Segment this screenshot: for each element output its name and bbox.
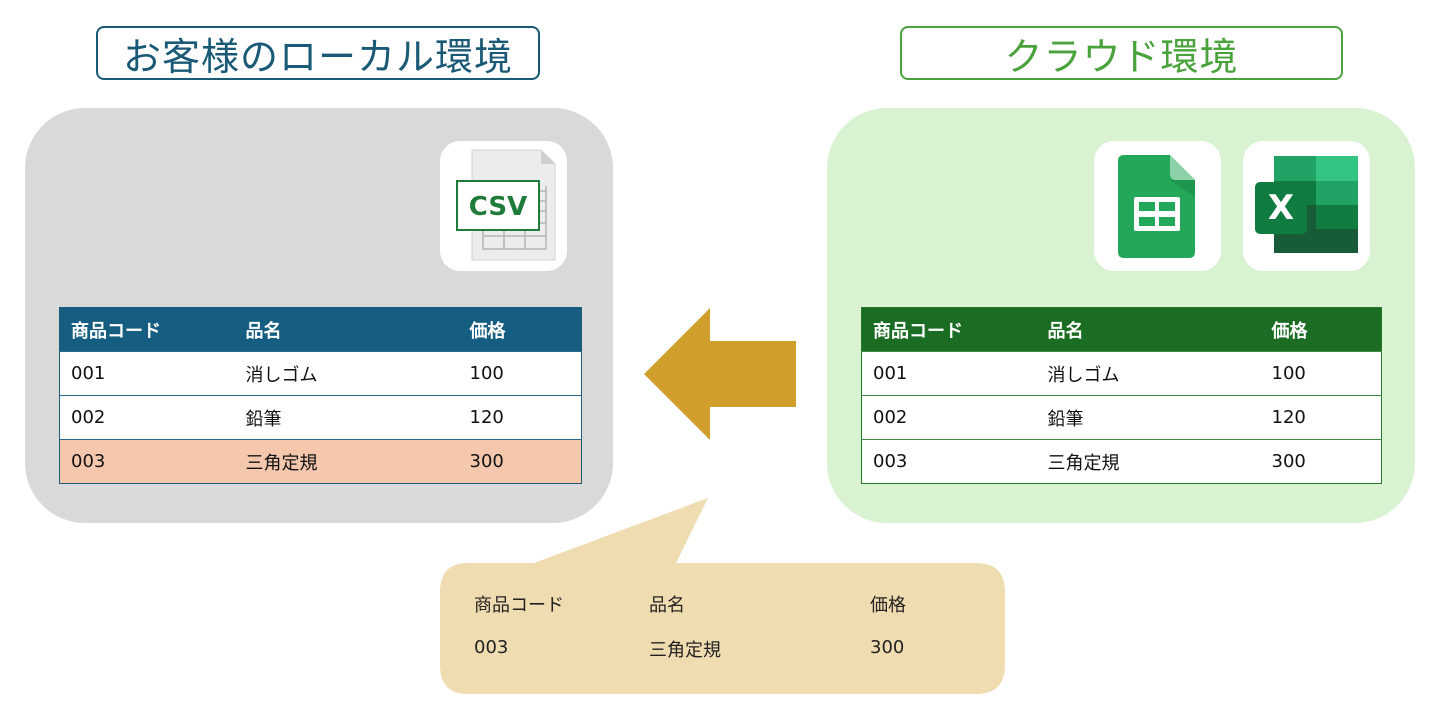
local-environment-title: お客様のローカル環境 [96,26,540,80]
cell-product-code: 001 [861,351,1037,396]
cell-price: 120 [458,395,582,440]
cell-price: 300 [1260,439,1382,484]
cell-price: 100 [458,351,582,396]
callout-price: 300 [870,637,905,658]
cell-product-name: 三角定規 [234,439,459,484]
cell-product-code: 001 [59,351,235,396]
table-row: 002 鉛筆 120 [59,395,582,440]
header-product-code: 商品コード [59,307,235,352]
local-product-table: 商品コード 品名 価格 001 消しゴム 100 002 鉛筆 120 003 … [59,307,582,484]
cell-product-name: 消しゴム [1036,351,1261,396]
cell-product-name: 三角定規 [1036,439,1261,484]
callout-header-product-code: 商品コード [474,595,564,616]
cell-product-name: 消しゴム [234,351,459,396]
header-price: 価格 [458,307,582,352]
header-price: 価格 [1260,307,1382,352]
highlighted-table-row: 003 三角定規 300 [59,439,582,484]
cell-product-code: 002 [59,395,235,440]
cloud-product-table: 商品コード 品名 価格 001 消しゴム 100 002 鉛筆 120 003 … [861,307,1382,484]
cloud-environment-title: クラウド環境 [900,26,1343,80]
cell-price: 300 [458,439,582,484]
excel-icon: X [1255,156,1358,253]
table-row: 001 消しゴム 100 [59,351,582,396]
google-sheets-icon [1118,155,1195,258]
excel-icon-tile: X [1243,141,1370,271]
table-row: 001 消しゴム 100 [861,351,1382,396]
header-product-code: 商品コード [861,307,1037,352]
callout-header-price: 価格 [870,595,906,616]
table-header-row: 商品コード 品名 価格 [59,307,582,352]
table-row: 002 鉛筆 120 [861,395,1382,440]
table-header-row: 商品コード 品名 価格 [861,307,1382,352]
cell-price: 120 [1260,395,1382,440]
cell-price: 100 [1260,351,1382,396]
csv-icon-label: CSV [469,192,527,222]
cell-product-code: 003 [59,439,235,484]
cell-product-name: 鉛筆 [234,395,459,440]
table-row: 003 三角定規 300 [861,439,1382,484]
header-product-name: 品名 [1036,307,1261,352]
header-product-name: 品名 [234,307,459,352]
csv-file-icon: CSV [456,149,556,261]
callout-product-name: 三角定規 [649,640,721,661]
excel-icon-letter: X [1268,188,1294,228]
cell-product-name: 鉛筆 [1036,395,1261,440]
csv-file-icon-tile: CSV [440,141,567,271]
callout-header-product-name: 品名 [649,595,685,616]
cell-product-code: 003 [861,439,1037,484]
cell-product-code: 002 [861,395,1037,440]
google-sheets-icon-tile [1094,141,1221,271]
callout-product-code: 003 [474,637,509,658]
